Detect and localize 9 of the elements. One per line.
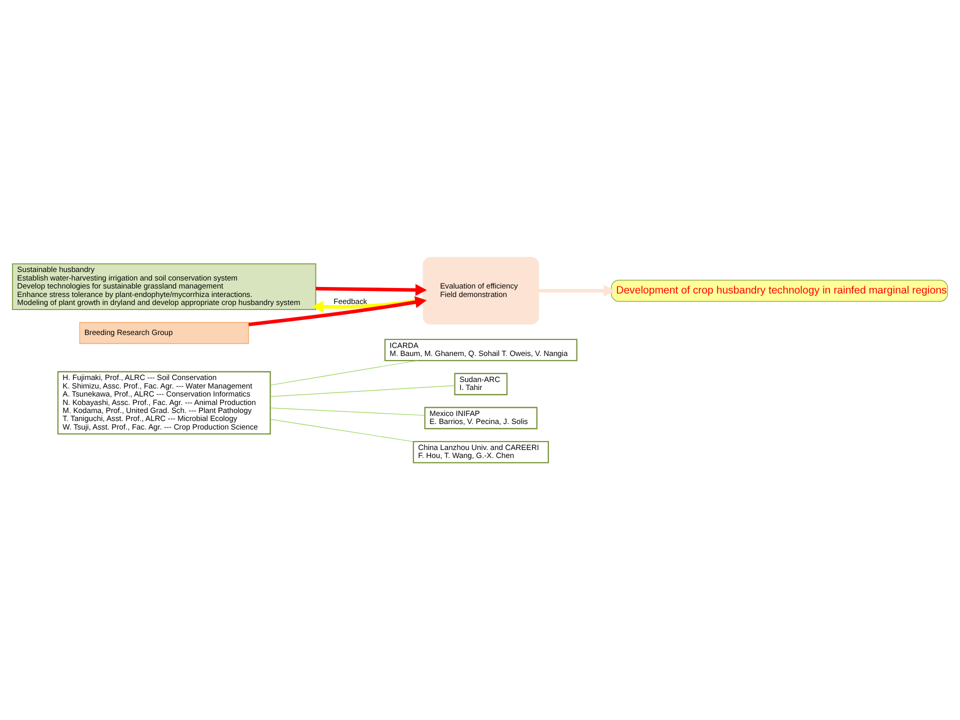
- node-box: Development of crop husbandry technology in rainfed marginal regions: [611, 280, 948, 302]
- connector: [270, 360, 418, 386]
- connector: [270, 385, 455, 397]
- connector: [270, 408, 426, 416]
- arrow: [316, 284, 427, 296]
- arrow: [248, 296, 427, 326]
- arrow: [312, 298, 424, 313]
- arrow: [538, 284, 616, 297]
- connector: [270, 419, 414, 442]
